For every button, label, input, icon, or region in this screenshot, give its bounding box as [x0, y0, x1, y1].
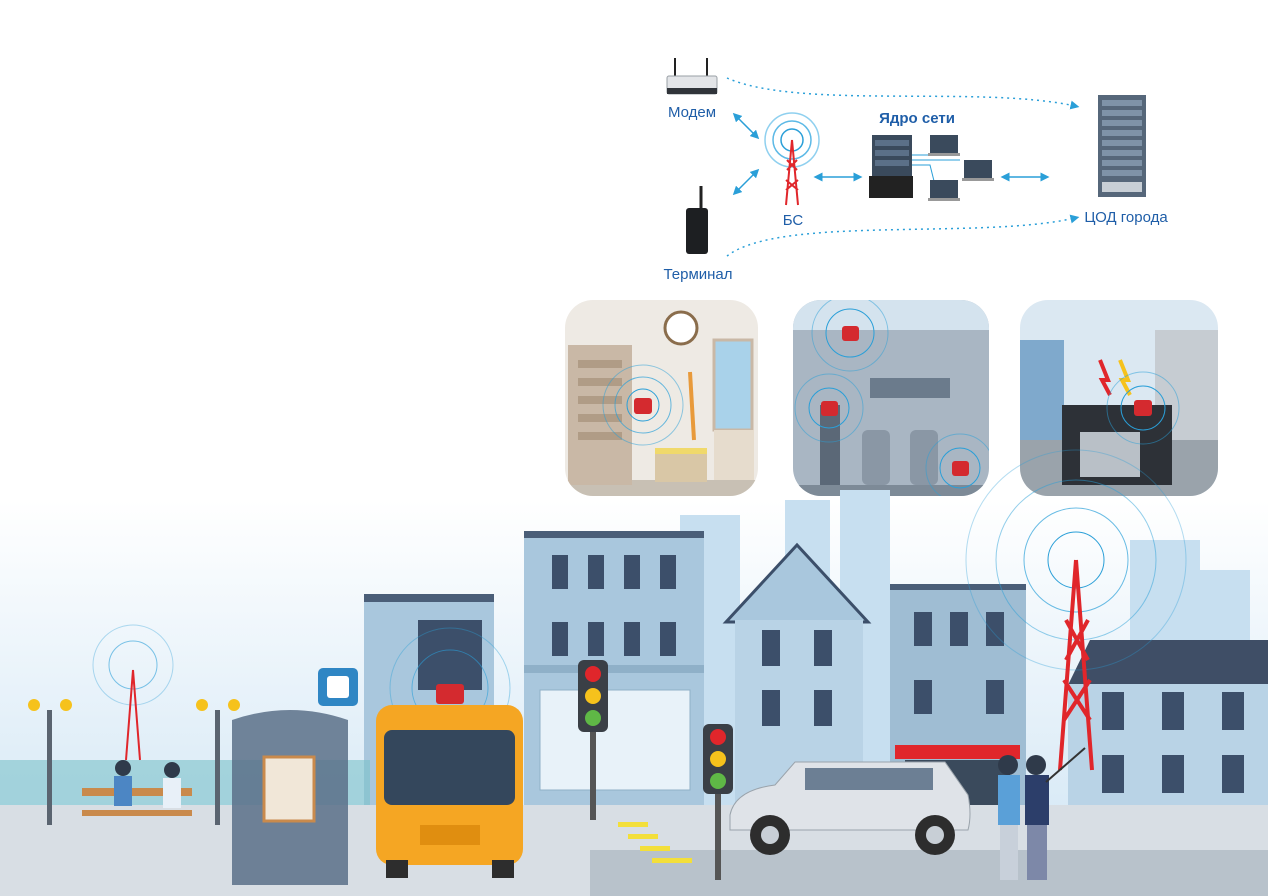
sensor-icon	[436, 684, 464, 704]
network-diagram: Модем Терминал БС Ядро сети	[663, 58, 1168, 283]
traffic-light	[578, 660, 608, 820]
base-station-label: БС	[783, 212, 804, 229]
panel-factory	[793, 300, 989, 496]
street-lamp	[28, 699, 72, 825]
cell-tower-icon	[965, 449, 1187, 771]
modem-icon	[666, 58, 718, 95]
datacenter-icon	[1098, 95, 1146, 197]
bus	[376, 627, 523, 878]
terminal-icon	[686, 186, 708, 254]
core-label: Ядро сети	[879, 110, 955, 127]
bench-with-people	[82, 760, 192, 816]
cell-tower-icon	[92, 624, 174, 761]
sensor-signal-icon	[925, 433, 989, 496]
traffic-light	[703, 724, 733, 880]
panel-home	[565, 300, 758, 496]
bus-stop	[232, 668, 358, 885]
network-core-icon	[869, 135, 994, 201]
car	[729, 761, 971, 855]
building	[1068, 640, 1268, 814]
people-taking-selfie	[998, 747, 1086, 880]
connection-arrows	[726, 77, 1080, 257]
street	[590, 850, 1268, 896]
terminal-label: Терминал	[663, 266, 732, 283]
base-station-icon	[764, 112, 820, 206]
sensor-signal-icon	[794, 373, 864, 443]
datacenter-label: ЦОД города	[1084, 209, 1168, 226]
sensor-signal-icon	[1106, 371, 1180, 445]
sensor-signal-icon	[811, 300, 889, 372]
street-lamp	[196, 699, 240, 825]
modem-label: Модем	[668, 104, 716, 121]
sensor-signal-icon	[602, 364, 684, 446]
panel-substation	[1020, 300, 1218, 496]
building	[524, 531, 704, 805]
crosswalk	[618, 822, 692, 863]
